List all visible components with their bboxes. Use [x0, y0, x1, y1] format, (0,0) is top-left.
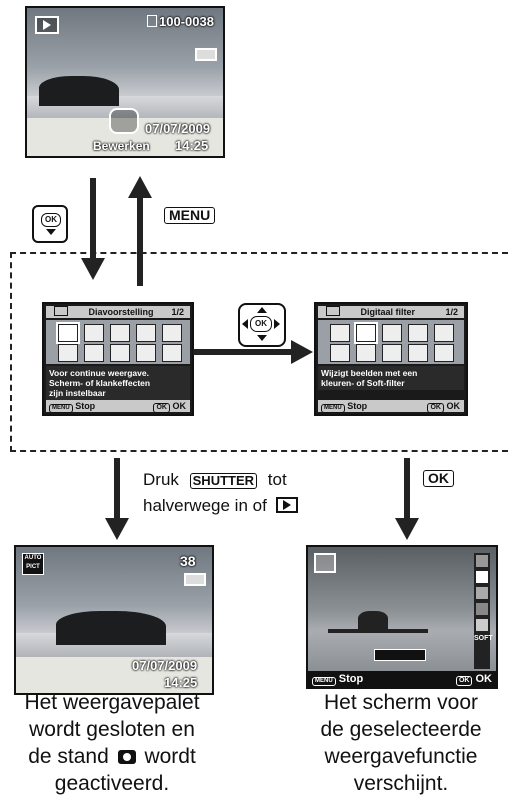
four-way-controller-icon: OK [238, 303, 286, 347]
right-arrow-shaft [193, 349, 293, 355]
shutter-key: SHUTTER [190, 473, 257, 489]
playback-screen: 100-0038 07/07/2009 Bewerken 14:25 [25, 6, 225, 158]
ok-label: OK [476, 673, 493, 685]
stop-label: Stop [339, 673, 363, 685]
left-down-arrow-head [105, 518, 129, 540]
redeye-icon[interactable] [136, 344, 156, 362]
diamond-icon[interactable] [356, 344, 376, 362]
island-image [56, 611, 166, 645]
shots-remaining: 38 [180, 553, 196, 569]
index-icon[interactable] [58, 344, 78, 362]
file-number: 100-0038 [147, 14, 214, 29]
menu-description: Wijzigt beelden met een kleuren- of Soft… [318, 366, 464, 390]
right-down-arrow-shaft [404, 458, 410, 520]
edit-label: Bewerken [93, 139, 150, 153]
filter-list[interactable]: SOFT [474, 553, 490, 669]
auto-pict-icon: AUTO PICT [22, 553, 44, 575]
playback-date: 07/07/2009 [145, 121, 210, 136]
soft-filter-label: SOFT [474, 635, 490, 642]
redeye-icon[interactable] [408, 344, 428, 362]
ok-label: OK [447, 401, 461, 411]
filter-preview-screen: SOFT MENU Stop OK OK [306, 545, 498, 689]
resize-icon[interactable] [110, 324, 130, 342]
crop-icon[interactable] [136, 324, 156, 342]
menu-icon-grid [318, 320, 464, 364]
capture-date: 07/07/2009 [132, 658, 197, 673]
right-arrow-head [291, 340, 313, 364]
voice-memo-icon[interactable] [162, 344, 182, 362]
sound-edit-icon[interactable] [382, 344, 402, 362]
island-image [39, 76, 119, 106]
menu-key: MENU [312, 677, 336, 686]
ok-button-icon: OK [32, 205, 68, 243]
ok-key-label: OK [423, 470, 454, 488]
slideshow-icon[interactable] [58, 324, 78, 342]
menu-title: Diavoorstelling [89, 307, 154, 317]
filter-icon[interactable] [356, 324, 376, 342]
ok-label: OK [173, 401, 187, 411]
camera-icon [118, 750, 136, 764]
ok-key: OK [456, 676, 473, 686]
ok-key: OK [153, 403, 170, 413]
menu-page: 1/2 [171, 306, 184, 318]
menu-key: MENU [321, 404, 345, 413]
filter-icon [314, 553, 336, 573]
stop-label: Stop [75, 401, 95, 411]
index-icon[interactable] [330, 344, 350, 362]
playback-icon [35, 16, 59, 34]
playback-time: 14:25 [175, 138, 208, 153]
battery-icon [195, 48, 217, 61]
menu-key: MENU [49, 404, 73, 413]
right-down-arrow-head [395, 518, 419, 540]
filter-icon[interactable] [84, 324, 104, 342]
ok-dial-icon [109, 108, 139, 134]
pier-image [358, 611, 388, 629]
playback-palette-screen: Diavoorstelling 1/2 Voor continue weerga… [42, 302, 194, 416]
digital-filter-palette-screen: Digitaal filter 1/2 Wijzigt beelden met … [314, 302, 468, 416]
slideshow-icon[interactable] [330, 324, 350, 342]
capture-time: 14:25 [164, 675, 197, 690]
diamond-icon[interactable] [84, 344, 104, 362]
ok-key: OK [427, 403, 444, 413]
menu-button-label: MENU [164, 207, 215, 225]
menu-description: Voor continue weergave. Scherm- of klank… [46, 366, 190, 400]
shutter-instruction: Druk SHUTTER tot halverwege in of [143, 467, 298, 519]
playback-icon [276, 497, 298, 513]
rotate-icon[interactable] [434, 324, 454, 342]
crop-icon[interactable] [408, 324, 428, 342]
up-arrow-head [128, 176, 152, 198]
down-arrow-shaft [90, 178, 96, 260]
menu-page: 1/2 [445, 306, 458, 318]
voice-memo-icon[interactable] [434, 344, 454, 362]
left-down-arrow-shaft [114, 458, 120, 520]
battery-icon [184, 573, 206, 586]
sound-edit-icon[interactable] [110, 344, 130, 362]
right-caption: Het scherm voor de geselecteerde weergav… [296, 689, 506, 797]
stop-label: Stop [347, 401, 367, 411]
rotate-icon[interactable] [162, 324, 182, 342]
resize-icon[interactable] [382, 324, 402, 342]
menu-title: Digitaal filter [361, 307, 416, 317]
menu-icon-grid [46, 320, 190, 364]
capture-screen: AUTO PICT 38 07/07/2009 14:25 [14, 545, 214, 695]
level-slider[interactable] [374, 649, 426, 661]
left-caption: Het weergavepalet wordt gesloten en de s… [2, 689, 222, 797]
